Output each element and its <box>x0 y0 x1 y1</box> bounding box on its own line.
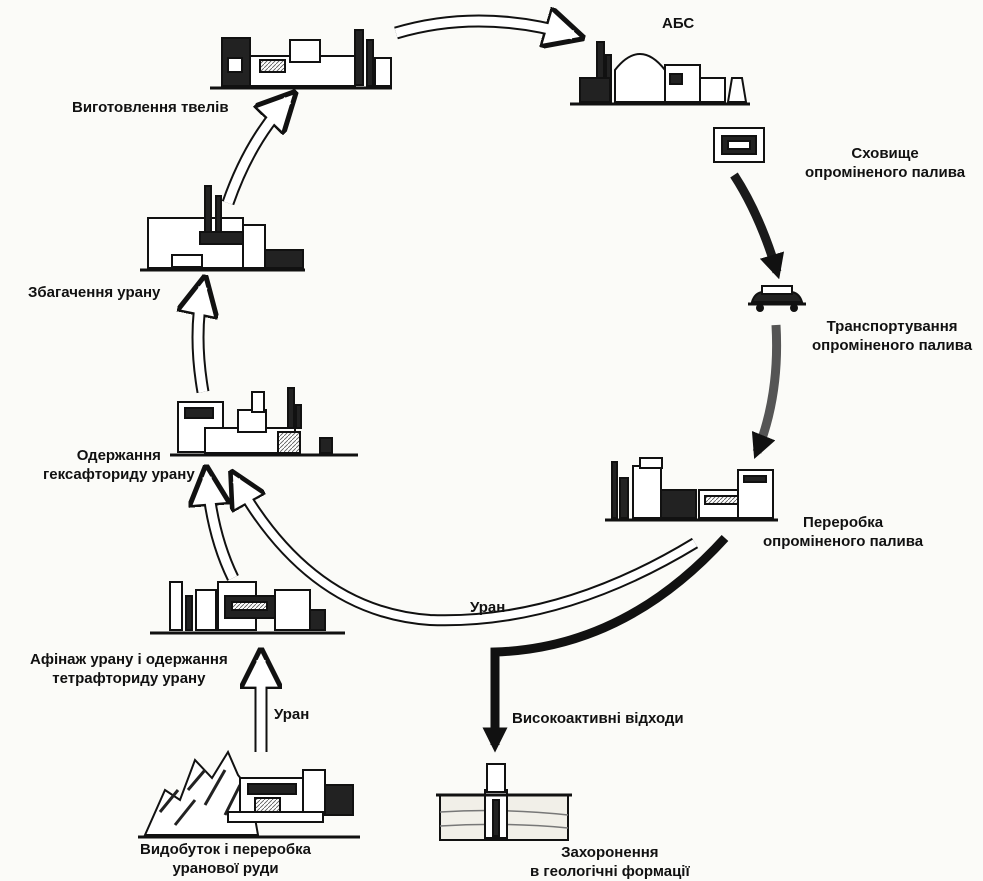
refining-plant-icon <box>150 581 345 635</box>
label-hexafluoride: Одержання гексафториду урану <box>43 446 195 484</box>
label-mining-line2: уранової руди <box>172 860 279 877</box>
label-reprocessing: Переробка опроміненого палива <box>763 513 923 551</box>
arrow-uranium-return <box>236 480 699 627</box>
label-spent-fuel-storage-line2: опроміненого палива <box>805 164 966 181</box>
uranium-mine-icon <box>138 749 360 839</box>
hexafluoride-plant-icon <box>170 387 358 457</box>
label-refining: Афінаж урану і одержання тетрафториду ур… <box>30 650 228 688</box>
label-hexafluoride-line2: гексафториду урану <box>43 466 195 483</box>
label-geological-disposal-line2: в геологічні формації <box>530 863 690 880</box>
geological-disposal-icon <box>436 763 572 841</box>
enrichment-plant-icon <box>140 185 305 272</box>
arrow-refining-to-hexafluoride <box>207 477 239 581</box>
arrow-enrichment-to-fabrication <box>221 100 288 206</box>
label-spent-fuel-storage-line1: Сховище <box>851 145 919 162</box>
label-spent-fuel-transport-line2: опроміненого палива <box>812 337 973 354</box>
transport-vehicle-icon <box>748 285 806 312</box>
label-enrichment: Збагачення урану <box>28 284 161 301</box>
label-geological-disposal: Захоронення в геологічні формації <box>530 843 690 881</box>
label-spent-fuel-storage: Сховище опроміненого палива <box>805 144 965 182</box>
arrow-high-level-waste <box>482 534 729 753</box>
label-refining-line2: тетрафториду урану <box>52 670 206 687</box>
label-uranium-return: Уран <box>470 599 506 616</box>
fuel-fabrication-plant-icon <box>210 29 392 90</box>
label-npp: АБС <box>662 15 695 32</box>
label-reprocessing-line2: опроміненого палива <box>763 533 924 550</box>
label-mining-line1: Видобуток і переробка <box>140 841 311 858</box>
nuclear-power-plant-icon <box>570 41 750 106</box>
label-mining: Видобуток і переробка уранової руди <box>140 840 311 878</box>
arrow-npp-to-storage <box>730 172 785 280</box>
label-spent-fuel-transport-line1: Транспортування <box>826 318 958 335</box>
label-spent-fuel-transport: Транспортування опроміненого палива <box>812 317 972 355</box>
label-hexafluoride-line1: Одержання <box>76 447 161 464</box>
label-uranium-up: Уран <box>274 706 310 723</box>
label-refining-line1: Афінаж урану і одержання <box>30 651 228 668</box>
arrow-transport-to-reprocessing <box>751 324 782 460</box>
label-high-level-waste: Високоактивні відходи <box>512 710 684 727</box>
spent-fuel-storage-icon <box>713 127 765 163</box>
label-reprocessing-line1: Переробка <box>803 514 884 531</box>
reprocessing-plant-icon <box>605 457 778 522</box>
arrow-fabrication-to-npp <box>394 21 573 35</box>
label-fuel-fabrication: Виготовлення твелів <box>72 99 229 116</box>
label-geological-disposal-line1: Захоронення <box>561 844 659 861</box>
arrow-hexafluoride-to-enrichment <box>198 287 203 394</box>
